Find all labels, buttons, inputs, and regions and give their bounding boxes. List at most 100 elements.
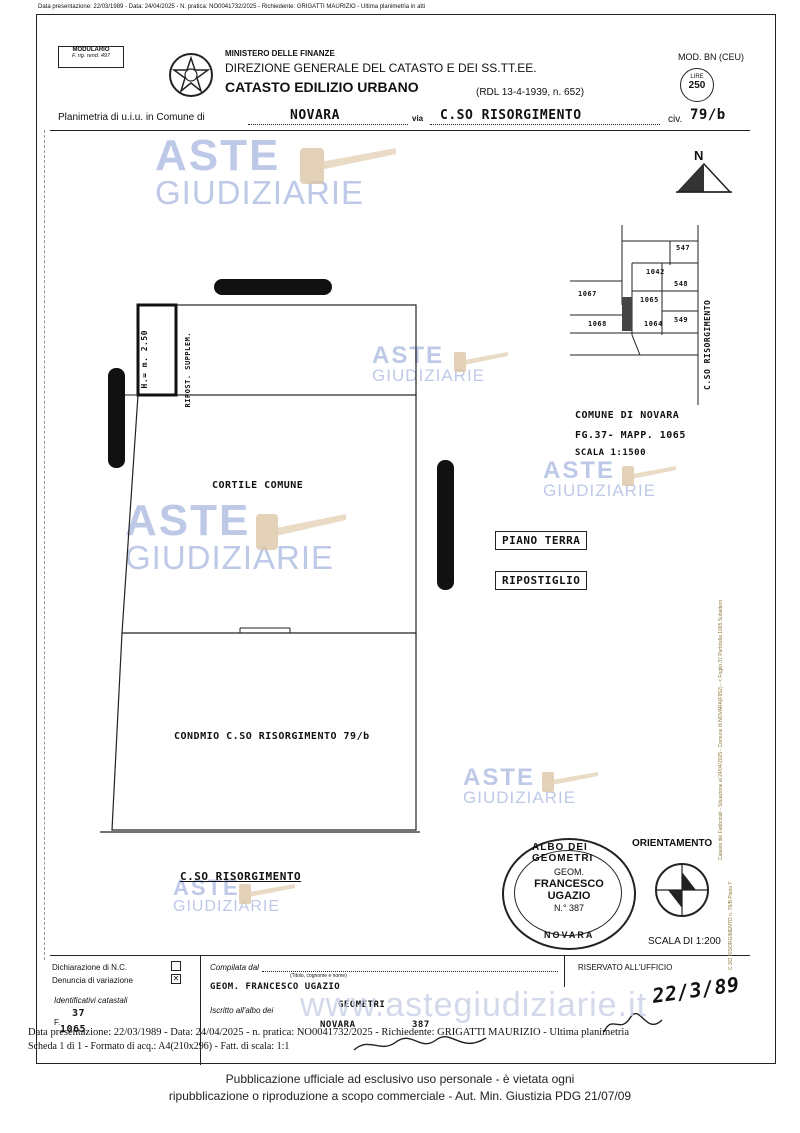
stamp-ring-bottom: NOVARA — [544, 930, 595, 940]
footer-line-1: Pubblicazione ufficiale ad esclusivo uso… — [225, 1072, 575, 1086]
parcel-label: 547 — [676, 244, 691, 252]
watermark-aste: ASTE — [372, 342, 445, 369]
gavel-watermark-icon — [256, 514, 346, 550]
modulario-label: MODULARIO — [72, 47, 110, 53]
modulario-sub: F. rig. rend. 497 — [71, 53, 111, 59]
gavel-watermark-icon — [622, 466, 676, 486]
parcel-label: 549 — [674, 316, 689, 324]
lire-value: 250 — [688, 80, 706, 91]
compilata-label: Compilata dal — [210, 963, 259, 972]
redaction-bar — [437, 460, 454, 590]
initials-icon — [603, 1012, 663, 1033]
north-label: N — [694, 148, 704, 163]
room-height-label: H.= m. 2.50 — [140, 330, 149, 389]
denuncia-label: Denuncia di variazione — [52, 976, 133, 985]
rdl-reference: (RDL 13-4-1939, n. 652) — [476, 87, 585, 98]
denuncia-checkbox[interactable]: ✕ — [171, 974, 181, 984]
site-watermark: www.astegiudiziarie.it — [300, 986, 648, 1024]
lire-stamp: LIRE 250 — [680, 68, 714, 102]
lire-label: LIRE — [690, 74, 704, 80]
watermark-aste: ASTE — [173, 875, 240, 900]
overlay-meta-line-2: Scheda 1 di 1 - Formato di acq.: A4(210x… — [28, 1041, 290, 1052]
dichiarazione-checkbox[interactable] — [171, 961, 181, 971]
gavel-watermark-icon — [239, 884, 295, 904]
foglio-value: 37 — [72, 1008, 86, 1019]
watermark-giudiziarie: GIUDIZIARIE — [543, 480, 657, 500]
gavel-watermark-icon — [542, 772, 598, 792]
form-left-cell — [50, 955, 201, 1065]
parcel-label: 1065 — [640, 296, 659, 304]
street-label: C.SO RISORGIMENTO — [180, 870, 302, 883]
side-meta-text: Catasto dei Fabbricati - Situazione al 2… — [718, 600, 724, 860]
top-meta-line: Data presentazione: 22/03/1989 - Data: 2… — [38, 4, 426, 10]
floor-plan-drawing — [100, 303, 420, 833]
planimetria-label: Planimetria di u.i.u. in Comune di — [58, 112, 205, 123]
watermark-giudiziarie: GIUDIZIARIE — [463, 787, 577, 807]
watermark-giudiziarie: GIUDIZIARIE — [155, 173, 365, 211]
titolo-hint: (Titolo, cognome e nome) — [290, 973, 347, 979]
stamp-center-text: GEOM. FRANCESCO UGAZIO N.° 387 — [504, 866, 634, 914]
scale-label: SCALA DI 1:200 — [648, 936, 721, 947]
side-meta-text-2: C.SO RISORGIMENTO n. 79/B Piano T — [728, 881, 734, 970]
cadastral-sheet — [36, 14, 776, 1064]
dichiarazione-label: Dichiarazione di N.C. — [52, 963, 128, 972]
parcel-label: 548 — [674, 280, 689, 288]
watermark-giudiziarie: GIUDIZIARIE — [125, 538, 335, 576]
stamp-lastname: UGAZIO — [547, 890, 591, 902]
via-value: C.SO RISORGIMENTO — [440, 108, 582, 123]
stamp-inner-ring — [514, 850, 622, 936]
albo-value: GEOMETRI — [338, 1000, 386, 1010]
stamp-ring-top: ALBO DEI GEOMETRI — [532, 842, 594, 864]
civ-value: 79/b — [690, 107, 726, 123]
orientamento-label: ORIENTAMENTO — [632, 838, 713, 849]
watermark-aste: ASTE — [543, 457, 616, 484]
gavel-watermark-icon — [454, 352, 508, 372]
watermark-aste: ASTE — [155, 131, 281, 180]
iscrizione-number: 387 — [412, 1020, 430, 1030]
parcel-label: 1042 — [646, 268, 665, 276]
margin-line — [44, 130, 45, 960]
parcel-label: 1064 — [644, 320, 663, 328]
comune-line — [248, 124, 408, 125]
stamp-geom: GEOM. — [553, 867, 584, 877]
north-arrow-icon — [676, 162, 732, 193]
identificativi-label: Identificativi catastali — [54, 996, 128, 1005]
map-foglio-label: FG.37- MAPP. 1065 — [575, 430, 686, 441]
foglio-label: F. — [54, 1018, 61, 1027]
storage-room-label: RIPOST. SUPPLEM. — [184, 332, 192, 408]
direction-name: DIREZIONE GENERALE DEL CATASTO E DEI SS.… — [225, 61, 537, 75]
footer-line-2: ripubblicazione o riproduzione a scopo c… — [168, 1089, 632, 1103]
watermark-aste: ASTE — [125, 496, 251, 545]
republic-emblem-icon — [169, 53, 213, 97]
via-label: via — [412, 114, 424, 123]
iscritto-label: Iscritto all'albo dei — [210, 1006, 274, 1015]
compiler-name: GEOM. FRANCESCO UGAZIO — [210, 982, 341, 992]
stamp-firstname: FRANCESCO — [534, 878, 604, 890]
aste-watermark-1: ASTE GIUDIZIARIE — [155, 131, 365, 211]
provincia-value: NOVARA — [320, 1020, 356, 1030]
map-scala-label: SCALA 1:1500 — [575, 448, 647, 458]
comune-value: NOVARA — [290, 108, 340, 123]
gavel-watermark-icon — [300, 148, 396, 184]
mod-code: MOD. BN (CEU) — [678, 52, 744, 62]
parcel-label: 1067 — [578, 290, 597, 298]
form-divider — [50, 955, 750, 956]
header-divider — [50, 130, 750, 131]
watermark-aste: ASTE — [463, 764, 536, 791]
ripostiglio-box: RIPOSTIGLIO — [495, 571, 588, 590]
parcel-label: 1068 — [588, 320, 607, 328]
map-comune-label: COMUNE DI NOVARA — [575, 410, 680, 421]
mappale-value: 1065 — [60, 1024, 87, 1035]
geometra-stamp: ALBO DEI GEOMETRI NOVARA GEOM. FRANCESCO… — [502, 838, 636, 950]
stamp-number: N.° 387 — [553, 903, 585, 913]
location-map — [570, 225, 699, 405]
aste-watermark-3: ASTE GIUDIZIARIE — [543, 457, 657, 500]
watermark-giudiziarie: GIUDIZIARIE — [173, 897, 281, 915]
catasto-title: CATASTO EDILIZIO URBANO — [225, 79, 419, 95]
map-street-label: C.SO RISORGIMENTO — [703, 299, 712, 390]
piano-terra-box: PIANO TERRA — [495, 531, 588, 550]
signature-icon — [353, 1036, 487, 1051]
via-line — [430, 124, 660, 125]
aste-watermark-6: ASTE GIUDIZIARIE — [173, 875, 281, 915]
riservato-label: RISERVATO ALL'UFFICIO — [578, 963, 673, 972]
